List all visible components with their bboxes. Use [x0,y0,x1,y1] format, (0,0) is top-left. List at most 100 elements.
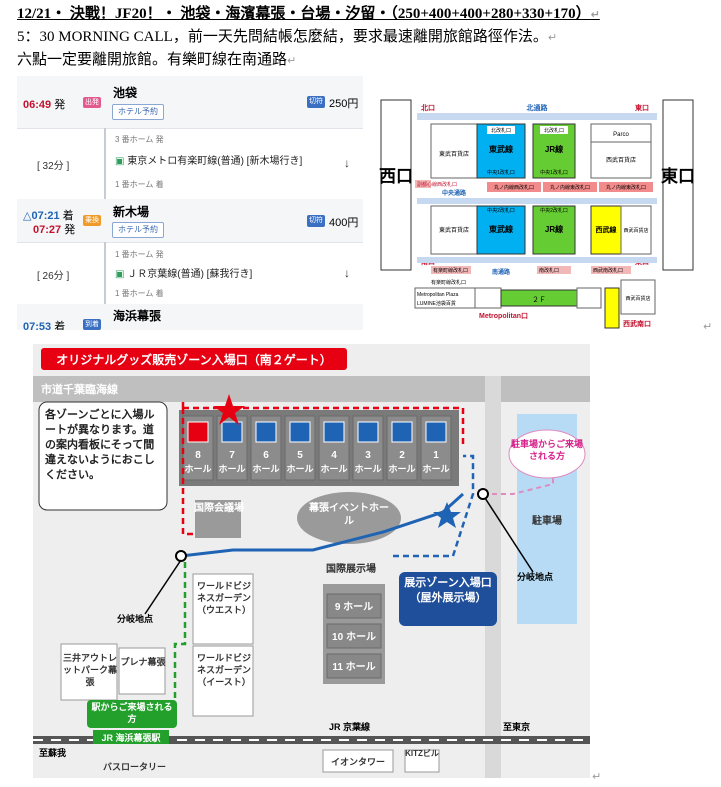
arrival-time: 07:53 着 [23,321,66,330]
center-passage [417,198,657,204]
wbg-west-building [192,573,254,645]
seibu-dept-building-3 [620,279,656,315]
plena-wrap: プレナ幕張 [120,657,165,667]
yurakucho-gate-box [431,266,471,274]
train-line[interactable]: ▣ ＪＲ京葉線(普通) [蘇我行き] [115,269,253,280]
document-title: 12/21‧ 決戰！JF20！‧ 池袋‧海濱幕張‧台場‧汐留‧（250+400+… [17,6,600,22]
stop-kaihin-makuhari: 07:53 着 到着 海浜幕張 [17,304,363,330]
goods-zone-banner [41,348,347,370]
fare: 400円 [329,217,359,229]
hall-lower-label: 11 ホール [332,661,375,673]
goods-entrance-star-icon [213,394,245,425]
hotel-departure-note: 六點一定要離開旅館。有樂町線在南通路↵ [17,52,297,68]
hall-suffix: ホール [218,464,245,474]
marunouchi-west-label: 丸ノ内線西改札口 [494,184,534,191]
north-stairs-1 [487,126,515,134]
train-icon: ▣ [115,269,125,280]
paragraph-mark: ↵ [703,320,713,333]
hotel-reserve-button[interactable]: ホテル予約 [112,222,164,238]
hall-number: 7 [229,450,235,461]
east-side-label: 東口 [661,166,695,186]
leg-duration: [ 26分 ] [37,271,70,282]
center-stairs-3-label: 中央2改札口 [487,207,515,214]
wbg-east-wrap: ワールドビジネスガーデン（イースト） [196,653,251,687]
to-tokyo-label: 至東京 [503,721,530,732]
to-soga-label: 至蘇我 [39,747,66,758]
notice-text: 各ゾーンごとに入場ルートが異なります。道の案内看板にそって間違えないようにおこし… [45,409,155,481]
jr-line-label: JR線 [545,144,563,154]
yurakucho-gate-2-label: 有楽町線改札口 [431,279,466,286]
hall-suffix: ホール [286,464,313,474]
north-stairs-1-label: 北改札口 [491,127,511,134]
hall-sign-icon [221,421,243,443]
wbg-east-label: ワールドビジネスガーデン（イースト） [196,653,251,687]
hall-sign-icon [255,421,277,443]
hall-number: 4 [331,450,337,461]
hall-number: 6 [263,450,269,461]
jr-station-box [93,730,169,744]
hall-block-lower [326,623,382,649]
marunouchi-east-label: 丸ノ内線東改札口 [550,184,590,191]
seibu-dept-building-2 [620,205,652,255]
platform-from: 1 番ホーム 発 [115,250,164,259]
hall-sign-icon [289,421,311,443]
branch-east-pointer [484,497,534,573]
platform-to: 1 番ホーム 着 [115,180,164,189]
stop-shinkiba: △07:21 着 07:27 発 乗換 新木場 ホテル予約 切符 400円 [17,199,363,243]
fare: 250円 [329,98,359,110]
parking-label: 駐車場 [532,514,562,527]
seibu-south-gate-label: 西武南改札口 [593,267,623,274]
seibu-dept-label: 西武百貨店 [606,156,636,164]
event-hall-label-wrap: 幕張イベントホール [309,503,389,527]
jr-line-south [532,205,576,255]
parking-guide-wrap: 駐車場からご来場される方 [511,439,583,461]
ticket-badge: 切符 [307,96,325,108]
tobu-dept-label: 東武百貨店 [439,150,469,158]
aeon-tower-label: イオンタワー [331,756,385,767]
wbg-west-label: ワールドビジネスガーデン（ウエスト） [196,581,251,615]
kitz-building [404,749,440,773]
station-guide-wrap: 駅からご来場される方 [91,702,173,724]
seibu-line [590,205,622,255]
station-name[interactable]: 新木場 [113,205,150,219]
tobu-line-south [476,205,526,255]
goods-sign-icon [187,421,209,443]
parking-guide-label: 駐車場からご来場される方 [511,439,583,461]
seibu-dept-3-label: 西武百貨店 [625,295,650,302]
tobu-dept-building-2 [430,205,478,255]
lumine-building [474,287,502,309]
hall-number: 2 [399,450,405,461]
hall-number: 3 [365,450,371,461]
jr-line-south-label: JR線 [545,224,563,234]
kaigijo-label-wrap: 国際会議場 [194,503,244,514]
branch-point-east [477,488,489,500]
event-hall-building [297,492,401,544]
yurakucho-box [576,287,602,309]
hall-suffix: ホール [252,464,279,474]
branch-east-label: 分岐地点 [517,571,553,582]
station-name[interactable]: 池袋 [113,86,138,100]
floor-2f-label: ２Ｆ [532,296,546,304]
center-stairs-2-label: 中央1改札口 [540,169,568,176]
hall-suffix: ホール [422,464,449,474]
hall-suffix: ホール [320,464,347,474]
marunouchi-east-2-label: 丸ノ内線東改札口 [606,184,646,191]
station-guide-label: 駅からご来場される方 [91,702,173,724]
station-name[interactable]: 海浜幕張 [113,309,162,323]
north-stairs-2-label: 北改札口 [544,127,564,134]
hall-suffix: ホール [354,464,381,474]
train-icon: ▣ [115,156,125,167]
exhibit-entrance-star-icon [433,502,461,528]
hall-lower-label: 10 ホール [332,631,376,643]
hotel-reserve-button[interactable]: ホテル予約 [112,104,164,120]
arrival-badge: 到着 [83,319,101,330]
stop-ikebukuro: 06:49 発 出発 池袋 ホテル予約 切符 250円 [17,76,363,129]
transfer-badge: 乗換 [83,215,101,226]
train-line[interactable]: ▣ 東京メトロ有楽町線(普通) [新木場行き] [115,156,303,167]
seibu-line-label: 西武線 [596,225,617,234]
parking-guide-bubble [508,429,586,479]
north-exit-label: 北口 [421,103,435,112]
kaigijo-label: 国際会議場 [194,503,244,514]
plena-building [118,647,166,695]
jr-line-label: JR 京葉線 [329,721,370,732]
